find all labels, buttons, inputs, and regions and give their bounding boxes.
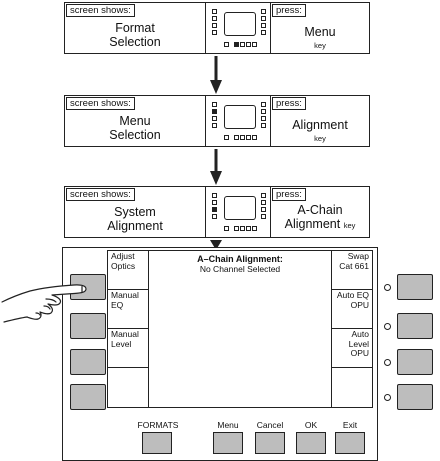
press-cell: press: A-Chain Alignment key — [271, 187, 369, 237]
key-label: key — [314, 134, 326, 143]
ok-button[interactable] — [296, 432, 326, 454]
key-text: Alignment — [292, 118, 348, 132]
key-text: A-Chain — [297, 203, 343, 217]
lcd-left-item: Manual EQ — [108, 290, 148, 329]
step-row-1: screen shows: Format Selection press: Me… — [64, 2, 370, 54]
screen-text-line: Selection — [109, 128, 161, 142]
device-screen — [224, 196, 256, 220]
screen-shows-cell: screen shows: System Alignment — [65, 187, 205, 237]
lcd-right-item: Auto Level OPU — [332, 329, 372, 368]
right-indicator-4 — [384, 394, 391, 401]
screen-text-line: System — [114, 205, 156, 219]
press-cell: press: Menu key — [271, 3, 369, 53]
key-label: key — [343, 221, 356, 230]
press-tag: press: — [272, 97, 306, 110]
key-label: key — [314, 41, 326, 50]
device-screen — [224, 105, 256, 129]
press-tag: press: — [272, 188, 306, 201]
left-softkey-2[interactable] — [70, 313, 106, 339]
pointing-hand-icon — [1, 284, 87, 323]
lcd-left-menu: Adjust Optics Manual EQ Manual Level — [108, 251, 149, 407]
right-softkey-3[interactable] — [397, 349, 433, 375]
lcd-right-item: Auto EQ OPU — [332, 290, 372, 329]
lcd-left-item: Adjust Optics — [108, 251, 148, 290]
screen-shows-cell: screen shows: Menu Selection — [65, 96, 205, 146]
left-softkey-3[interactable] — [70, 349, 106, 375]
key-text: Alignment — [284, 217, 341, 231]
screen-shows-tag: screen shows: — [66, 188, 135, 201]
lcd-right-item — [332, 368, 372, 407]
key-text: Menu — [304, 25, 336, 39]
step-row-3: screen shows: System Alignment press: A-… — [64, 186, 370, 238]
step-row-2: screen shows: Menu Selection press: Alig… — [64, 95, 370, 147]
lcd-left-item — [108, 368, 148, 407]
screen-text-line: Format — [115, 21, 155, 35]
press-cell: press: Alignment key — [271, 96, 369, 146]
screen-text-line: Alignment — [107, 219, 163, 233]
screen-shows-tag: screen shows: — [66, 97, 135, 110]
press-tag: press: — [272, 4, 306, 17]
screen-text-line: Selection — [109, 35, 161, 49]
lcd-title: A–Chain Alignment: — [197, 254, 283, 264]
menu-button-label: Menu — [217, 420, 239, 430]
right-softkey-1[interactable] — [397, 274, 433, 300]
formats-button-label: FORMATS — [137, 420, 179, 430]
device-icon — [205, 187, 271, 237]
lcd-subtitle: No Channel Selected — [199, 264, 281, 274]
down-arrow-icon — [210, 240, 222, 250]
exit-button[interactable] — [335, 432, 365, 454]
device-icon — [205, 3, 271, 53]
device-screen — [224, 12, 256, 36]
device-icon — [205, 96, 271, 146]
down-arrow-icon — [210, 56, 222, 94]
exit-button-label: Exit — [342, 420, 358, 430]
cancel-button[interactable] — [255, 432, 285, 454]
right-indicator-2 — [384, 323, 391, 330]
screen-shows-cell: screen shows: Format Selection — [65, 3, 205, 53]
lcd-right-menu: Swap Cat 661 Auto EQ OPU Auto Level OPU — [331, 251, 372, 407]
menu-button[interactable] — [213, 432, 243, 454]
down-arrow-icon — [210, 149, 222, 185]
right-indicator-1 — [384, 284, 391, 291]
lcd-display: Adjust Optics Manual EQ Manual Level A–C… — [107, 250, 373, 408]
left-softkey-4[interactable] — [70, 384, 106, 410]
lcd-left-item: Manual Level — [108, 329, 148, 368]
right-softkey-4[interactable] — [397, 384, 433, 410]
ok-button-label: OK — [304, 420, 318, 430]
cancel-button-label: Cancel — [256, 420, 284, 430]
screen-shows-tag: screen shows: — [66, 4, 135, 17]
screen-text-line: Menu — [119, 114, 151, 128]
right-indicator-3 — [384, 359, 391, 366]
formats-button[interactable] — [142, 432, 172, 454]
lcd-right-item: Swap Cat 661 — [332, 251, 372, 290]
right-softkey-2[interactable] — [397, 313, 433, 339]
